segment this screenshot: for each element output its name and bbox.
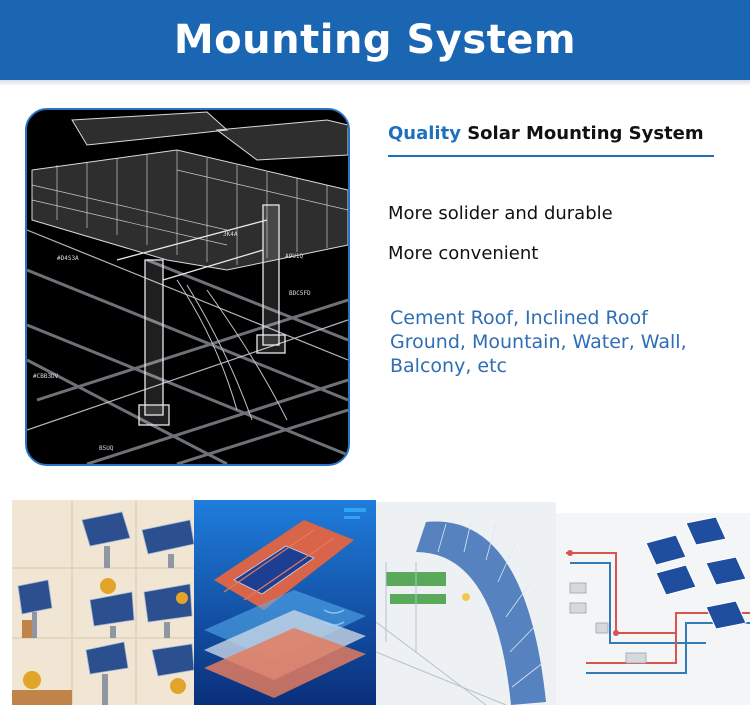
gallery-strip — [0, 488, 750, 725]
wire-label-6: B5UQ — [99, 445, 114, 452]
wireframe-drawing: #D4S3A 3K4A A9U1Q BDC5FD #CBB3DV B5UQ — [27, 110, 348, 464]
tile-roof-layers-illustration — [194, 500, 376, 705]
applications-line-2: Ground, Mountain, Water, Wall, — [390, 331, 687, 353]
feature-durable: More solider and durable — [388, 203, 613, 224]
wire-label-3: A9U1Q — [285, 253, 303, 260]
applications-line-1: Cement Roof, Inclined Roof — [390, 307, 648, 329]
header-banner: Mounting System — [0, 0, 750, 80]
title-underline — [388, 155, 714, 157]
wire-label-1: #D4S3A — [57, 255, 79, 262]
wiring-diagram-illustration — [556, 513, 750, 705]
wire-label-2: 3K4A — [223, 231, 238, 238]
installation-steps-illustration — [12, 500, 194, 705]
title-rest: Solar Mounting System — [460, 123, 704, 144]
page-title: Mounting System — [173, 17, 577, 63]
curved-canopy-illustration — [376, 502, 556, 705]
hero-image: #D4S3A 3K4A A9U1Q BDC5FD #CBB3DV B5UQ — [25, 108, 350, 466]
banner-shadow — [0, 80, 750, 86]
applications-text: Cement Roof, Inclined Roof Ground, Mount… — [390, 306, 720, 378]
applications-line-3: Balcony, etc — [390, 355, 507, 377]
title-accent: Quality — [388, 123, 461, 144]
feature-convenient: More convenient — [388, 243, 539, 264]
wire-label-4: BDC5FD — [289, 290, 311, 297]
wire-label-5: #CBB3DV — [33, 373, 59, 380]
section-title: Quality Solar Mounting System — [388, 123, 704, 144]
